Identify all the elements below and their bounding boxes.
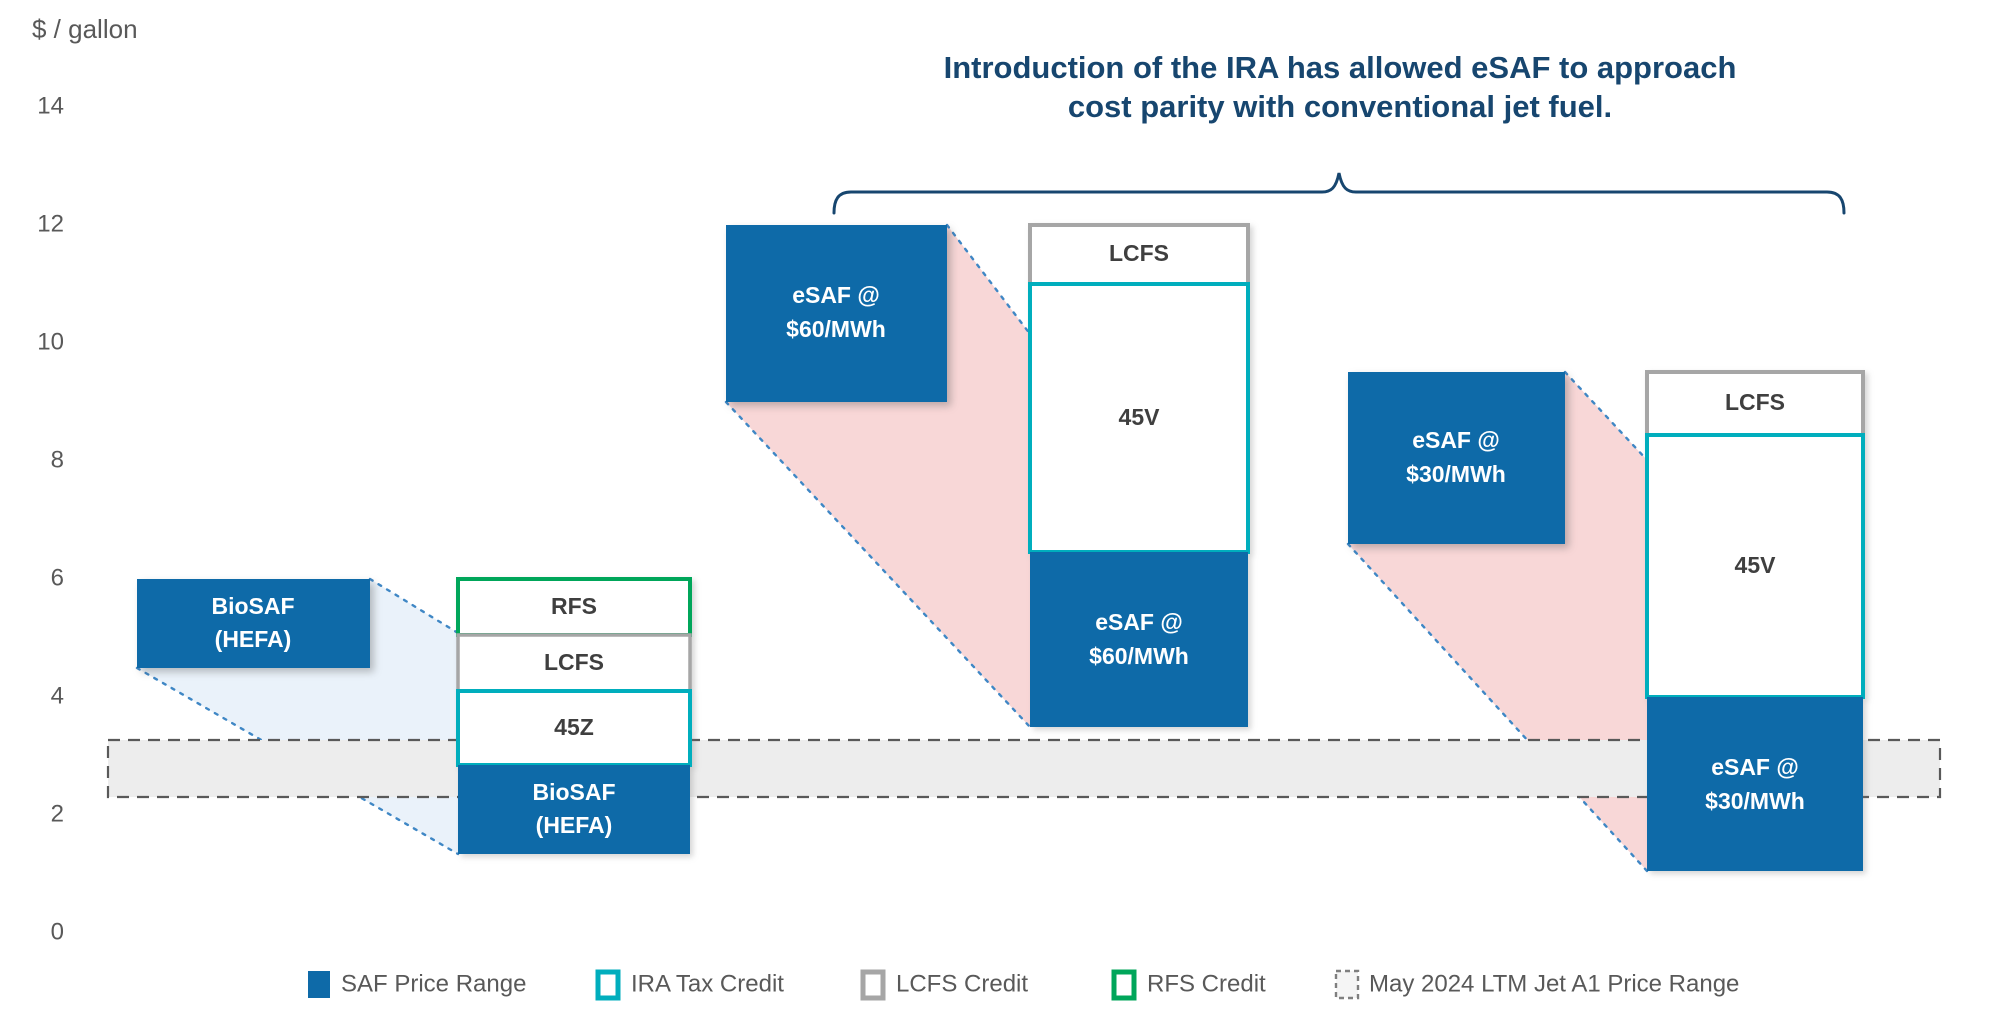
y-tick-label: 8 [51, 446, 64, 473]
esaf30-net-label-line2: $30/MWh [1705, 788, 1805, 814]
45v-credit-box-esaf60 [1028, 282, 1250, 554]
y-tick-label: 2 [51, 800, 64, 827]
connector-esaf60-dash-bottom [724, 400, 1032, 729]
connector-esaf30-dash-top [1563, 370, 1649, 462]
y-tick-label: 10 [37, 328, 64, 355]
biosaf-net-label-line1: BioSAF [532, 779, 615, 805]
lcfs-credit-label-biosaf: LCFS [544, 649, 604, 675]
45z-credit-label: 45Z [554, 714, 594, 740]
connector-esaf60-fill [726, 225, 1030, 727]
y-tick-label: 4 [51, 682, 64, 709]
connector-esaf60-dash-top [945, 223, 1032, 336]
45v-credit-box-esaf30 [1645, 433, 1865, 699]
legend-swatch-rfs-credit [1111, 969, 1137, 1001]
legend-label-lcfs-credit: LCFS Credit [896, 970, 1028, 997]
biosaf-gross-label-line2: (HEFA) [215, 626, 292, 652]
brace-annotation [832, 172, 1846, 215]
esaf30-net-label-line1: eSAF @ [1711, 754, 1799, 780]
esaf60-gross-label-line1: eSAF @ [792, 282, 880, 308]
y-tick-label: 12 [37, 210, 64, 237]
biosaf-gross-box: BioSAF (HEFA) [137, 579, 370, 668]
legend-label-saf-price-range: SAF Price Range [341, 970, 526, 997]
esaf60-net-label-line1: eSAF @ [1095, 609, 1183, 635]
annotation-title: Introduction of the IRA has allowed eSAF… [944, 50, 1737, 124]
connector-esaf60 [724, 223, 1032, 729]
rfs-credit-label: RFS [551, 593, 597, 619]
biosaf-net-label-line2: (HEFA) [536, 812, 613, 838]
esaf30-gross-box: eSAF @ $30/MWh [1348, 372, 1565, 544]
lcfs-credit-label-esaf30: LCFS [1725, 389, 1785, 415]
y-tick-label: 14 [37, 92, 64, 119]
esaf30-gross-label-line1: eSAF @ [1412, 427, 1500, 453]
annotation-title-line2: cost parity with conventional jet fuel. [1068, 89, 1612, 124]
lcfs-credit-label-esaf60: LCFS [1109, 240, 1169, 266]
y-tick-label: 0 [51, 918, 64, 945]
legend-swatch-saf-price-range [308, 971, 330, 998]
biosaf-stack: RFS LCFS 45Z BioSAF (HEFA) [456, 577, 692, 854]
esaf30-stack: LCFS 45V eSAF @ $30/MWh [1645, 370, 1865, 871]
45v-credit-label-esaf60: 45V [1119, 404, 1161, 430]
esaf60-stack: LCFS 45V eSAF @ $60/MWh [1028, 223, 1250, 727]
legend-swatch-jet-a1-price-range [1334, 969, 1360, 1000]
legend-label-rfs-credit: RFS Credit [1147, 970, 1266, 997]
legend-label-jet-a1-price-range: May 2024 LTM Jet A1 Price Range [1369, 970, 1739, 997]
rfs-credit-box [456, 577, 692, 637]
esaf60-net-label-line2: $60/MWh [1089, 643, 1189, 669]
45z-credit-box [456, 689, 692, 767]
legend-label-ira-tax-credit: IRA Tax Credit [631, 970, 784, 997]
connector-biosaf-dash-top [368, 577, 460, 635]
legend-swatch-lcfs-credit [860, 969, 886, 1001]
biosaf-net-box [458, 765, 690, 854]
legend-swatch-ira-tax-credit [595, 969, 621, 1001]
esaf60-gross-box: eSAF @ $60/MWh [726, 225, 947, 402]
annotation-title-line1: Introduction of the IRA has allowed eSAF… [944, 50, 1737, 85]
esaf30-net-box [1647, 697, 1863, 871]
jet-a1-price-band [106, 738, 1942, 799]
y-tick-label: 6 [51, 564, 64, 591]
legend: SAF Price Range IRA Tax Credit LCFS Cred… [308, 969, 1739, 1001]
esaf60-net-box [1030, 552, 1248, 727]
y-axis-unit-label: $ / gallon [32, 14, 138, 44]
esaf60-gross-label-line2: $60/MWh [786, 316, 886, 342]
45v-credit-label-esaf30: 45V [1735, 552, 1777, 578]
esaf30-gross-label-line2: $30/MWh [1406, 461, 1506, 487]
biosaf-gross-label-line1: BioSAF [211, 593, 294, 619]
connector-biosaf-dash-bottom [135, 666, 460, 856]
connector-esaf30-dash-bottom [1346, 542, 1649, 873]
lcfs-credit-box-esaf30 [1645, 370, 1865, 437]
y-axis-tick-labels: 14 12 10 8 6 4 2 0 [37, 92, 64, 945]
